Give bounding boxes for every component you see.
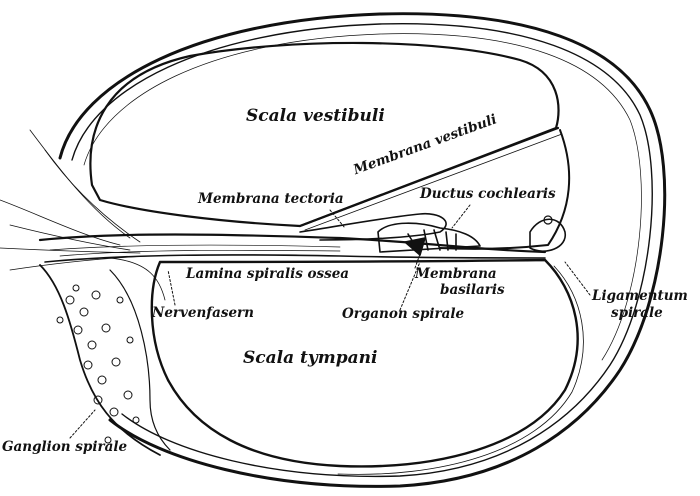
- ganglion-cells: [56, 284, 140, 444]
- ganglion-region-edge: [109, 269, 171, 451]
- leader-ganglion: [69, 409, 96, 439]
- label-organon-spirale: Organon spirale: [342, 306, 465, 322]
- leader-organon: [399, 261, 421, 311]
- leader-basilaris: [414, 253, 421, 269]
- membrana-tectoria: [299, 212, 447, 241]
- lamina-spiralis-ossea: [38, 233, 547, 254]
- leader-ligamentum: [564, 261, 591, 296]
- label-scala-tympani: Scala tympani: [243, 348, 378, 368]
- label-nervenfasern: Nervenfasern: [152, 305, 254, 321]
- nerve-fibres: [0, 129, 166, 301]
- label-ligamentum-spirale-line2: spirale: [611, 305, 663, 321]
- label-membrana-tectoria: Membrana tectoria: [198, 191, 344, 207]
- ganglion-region: [39, 264, 161, 456]
- leader-nerven: [167, 269, 176, 306]
- label-lamina-spiralis-ossea: Lamina spiralis ossea: [186, 266, 350, 282]
- lamina-fibers: [49, 244, 341, 257]
- outer-wall-inner: [71, 22, 653, 478]
- membrana-vestibuli: [298, 126, 560, 228]
- leader-ductus: [451, 204, 471, 229]
- lamina-spiralis-ossea-lower: [44, 254, 546, 263]
- label-ligamentum-spirale-line1: Ligamentum: [592, 288, 688, 304]
- scala-vestibuli-outline: [89, 41, 560, 228]
- label-scala-vestibuli: Scala vestibuli: [246, 106, 385, 126]
- scala-tympani-outline: [150, 258, 579, 468]
- leader-tectoria: [329, 209, 346, 229]
- label-ductus-cochlearis: Ductus cochlearis: [420, 186, 556, 202]
- outer-wall: [58, 12, 667, 488]
- membrana-vestibuli-inner: [304, 133, 563, 231]
- label-membrana-basilaris-line2: basilaris: [440, 282, 505, 298]
- label-membrana-basilaris-line1: Membrana: [415, 266, 497, 282]
- outer-wall-fibers: [83, 33, 642, 361]
- scala-tympani-inner: [337, 265, 584, 475]
- label-ganglion-spirale: Ganglion spirale: [2, 439, 128, 455]
- organon-spirale-shape: [377, 222, 481, 256]
- ligamentum-spirale-shape: [529, 218, 566, 252]
